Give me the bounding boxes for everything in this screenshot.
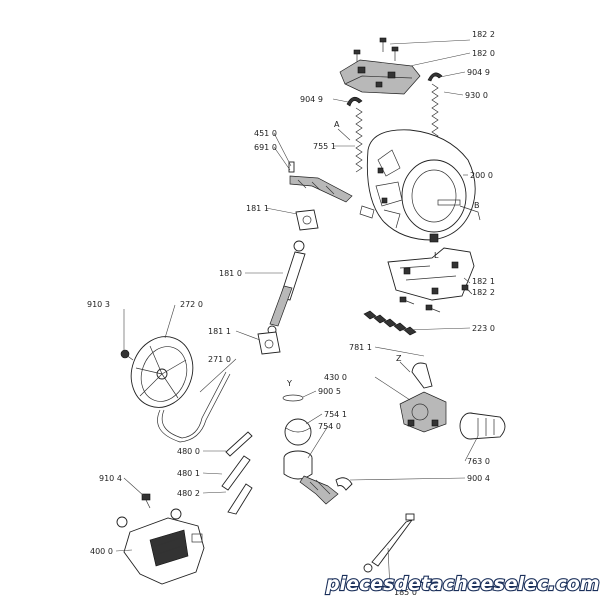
screw-top-mid (353, 49, 361, 62)
part-label: 754 0 (318, 422, 341, 431)
part-label: 781 1 (349, 343, 372, 352)
part-label: 480 2 (177, 489, 200, 498)
hook-right (427, 72, 443, 82)
clip-lower (257, 331, 281, 355)
part-label: 182 2 (472, 288, 495, 297)
part-label: 200 0 (470, 171, 493, 180)
part-label: 400 0 (90, 547, 113, 556)
hose-480-0 (225, 431, 253, 457)
part-label: 185 0 (394, 588, 417, 597)
pulley-screw (120, 349, 134, 361)
inlet-hose (363, 513, 415, 573)
part-label: 271 0 (208, 355, 231, 364)
part-label: 181 1 (208, 327, 231, 336)
part-label: 181 1 (246, 204, 269, 213)
part-label: 900 5 (318, 387, 341, 396)
part-label: 182 0 (472, 49, 495, 58)
drain-pump (399, 362, 447, 433)
screw-top-right (391, 46, 399, 61)
marker-l: L (434, 251, 439, 260)
marker-a: A (334, 120, 340, 129)
part-label: 910 4 (99, 474, 122, 483)
elbow-900-4 (335, 477, 353, 491)
part-label: 900 4 (467, 474, 490, 483)
part-label: 754 1 (324, 410, 347, 419)
marker-z: Z (396, 354, 402, 363)
damper-bracket (288, 161, 353, 203)
shock-absorber (267, 240, 306, 335)
part-label: 451 0 (254, 129, 277, 138)
ball-754-1 (284, 418, 312, 446)
motor (116, 508, 205, 585)
sump-754-0 (283, 450, 339, 505)
part-label: 930 0 (465, 91, 488, 100)
screw-top-left (379, 37, 387, 52)
hook-left (346, 96, 363, 107)
part-label: 182 1 (472, 277, 495, 286)
motor-screw (141, 493, 151, 509)
part-label: 480 0 (177, 447, 200, 456)
tub-bracket (387, 247, 475, 301)
watermark-text: piecesdetacheeselec.com (325, 573, 600, 595)
tub-assembly (359, 129, 481, 243)
part-label: 755 1 (313, 142, 336, 151)
counterweight-top (339, 59, 421, 95)
marker-y: Y (286, 379, 292, 388)
screw-lower-b (425, 304, 441, 313)
part-label: 182 2 (472, 30, 495, 39)
ring-900-5 (282, 394, 304, 402)
part-label: 763 0 (467, 457, 490, 466)
brush-strip (363, 310, 417, 336)
drum-pulley (130, 336, 194, 408)
pump-filter (459, 412, 506, 440)
drive-belt (157, 371, 231, 443)
part-label: 272 0 (180, 300, 203, 309)
part-label: 480 1 (177, 469, 200, 478)
part-label: 904 9 (467, 68, 490, 77)
part-label: 904 9 (300, 95, 323, 104)
part-label: 181 0 (219, 269, 242, 278)
spring-left (355, 107, 363, 173)
clip-upper (295, 209, 319, 231)
marker-b: B (474, 201, 480, 210)
hose-480-2 (227, 483, 253, 515)
part-label: 223 0 (472, 324, 495, 333)
part-label: 430 0 (324, 373, 347, 382)
screw-lower-a (399, 296, 415, 305)
hose-480-1 (221, 455, 251, 491)
part-label: 910 3 (87, 300, 110, 309)
part-label: 691 0 (254, 143, 277, 152)
